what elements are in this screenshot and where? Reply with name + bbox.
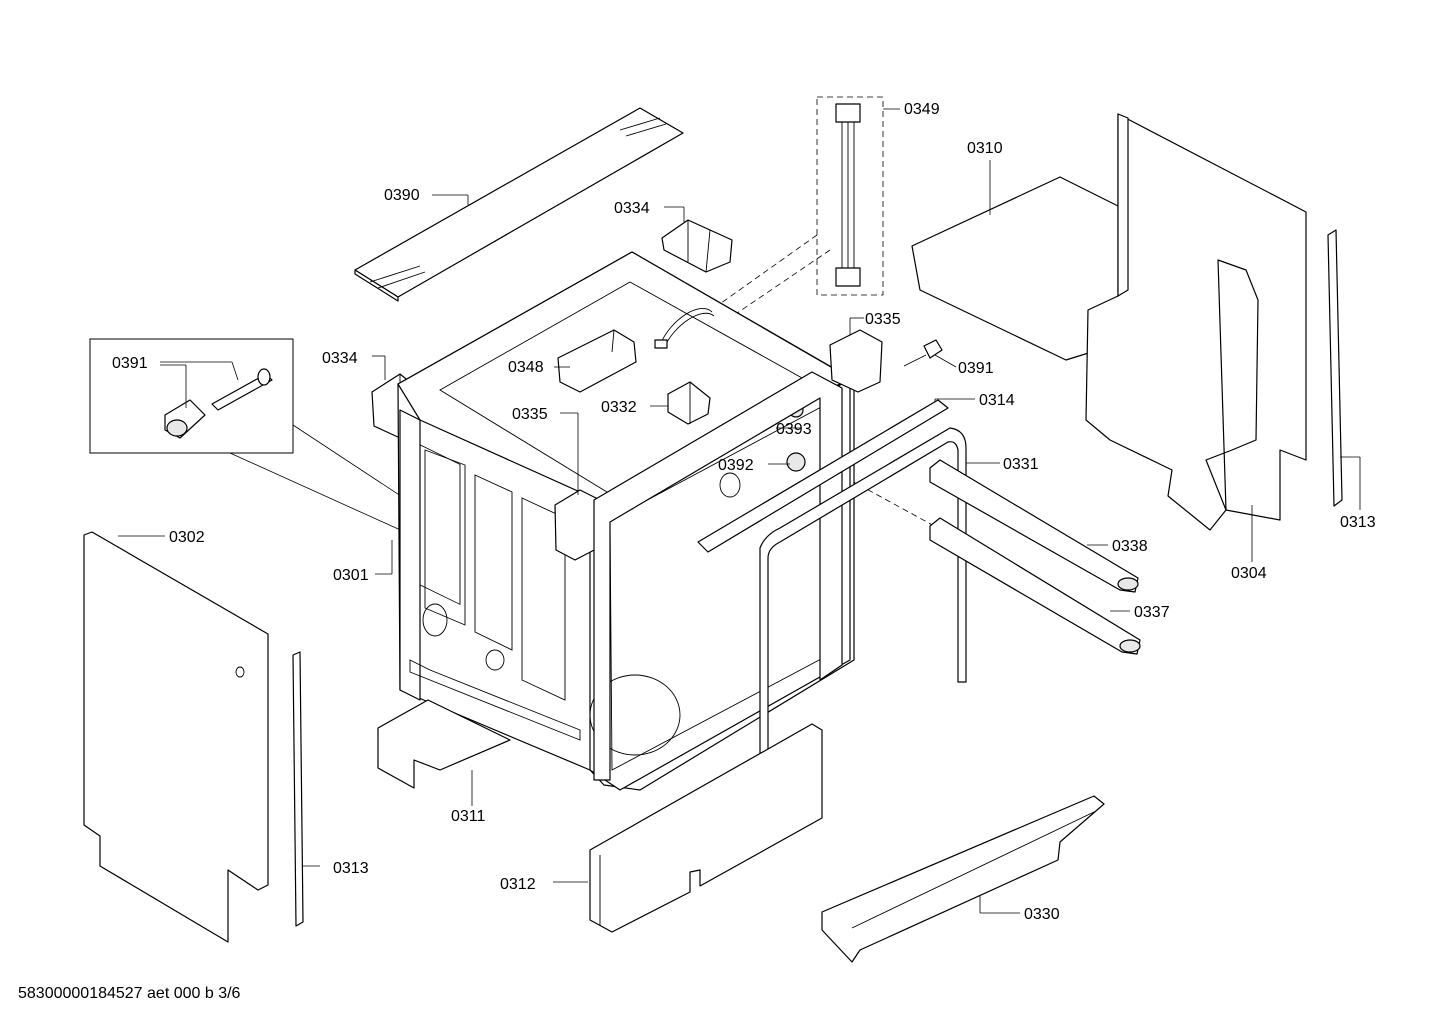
part-0313-right-strip: [1327, 229, 1343, 507]
label-0311: 0311: [451, 808, 486, 825]
label-0349: 0349: [904, 101, 940, 118]
part-0392-wheel: [786, 452, 806, 472]
part-0311-base: [377, 699, 511, 789]
part-0348-module: [557, 329, 637, 393]
label-0334: 0334: [322, 350, 358, 367]
label-0391: 0391: [112, 355, 148, 372]
label-0337: 0337: [1134, 604, 1170, 621]
part-0304-side-panel: [1085, 113, 1307, 531]
label-0312: 0312: [500, 876, 536, 893]
part-0390-top-plate: [354, 107, 684, 302]
label-0310: 0310: [967, 140, 1003, 157]
detail-box-0391: [89, 338, 501, 576]
label-0313: 0313: [333, 860, 369, 877]
document-code: 58300000184527 aet 000 b 3/6: [18, 985, 241, 1002]
label-0390: 0390: [384, 187, 420, 204]
part-0302-side-panel-left: [83, 531, 269, 943]
label-0304: 0304: [1231, 565, 1267, 582]
part-0335-bracket-right: [829, 329, 883, 393]
part-0334-connector-top: [661, 219, 733, 273]
label-0302: 0302: [169, 529, 205, 546]
part-0349-cable-harness: [816, 96, 884, 296]
label-0335: 0335: [865, 311, 901, 328]
label-0393: 0393: [776, 421, 812, 438]
part-0330-tray: [821, 795, 1105, 963]
label-0314: 0314: [979, 392, 1015, 409]
part-0301-tub: [397, 251, 855, 791]
part-0331-u-rail: [759, 427, 967, 796]
cable-loop: [654, 307, 715, 349]
part-0314-seal-frame: [593, 371, 949, 781]
leader-lines: [118, 108, 1361, 914]
part-0338-rail: [929, 459, 1139, 593]
part-0391-screw-right: [903, 339, 943, 367]
label-0331: 0331: [1003, 456, 1039, 473]
label-0338: 0338: [1112, 538, 1148, 555]
label-0301: 0301: [333, 567, 369, 584]
part-0337-rail: [929, 517, 1141, 655]
part-0335-bracket-left: [554, 489, 601, 561]
label-0335: 0335: [512, 406, 548, 423]
part-0312-kickboard: [589, 723, 823, 933]
label-0391: 0391: [958, 360, 994, 377]
label-0330: 0330: [1024, 906, 1060, 923]
part-labels: 0390 0334 0349 0310 0391 0334 0348 0335 …: [112, 101, 1376, 923]
label-0348: 0348: [508, 359, 544, 376]
label-0332: 0332: [601, 399, 637, 416]
label-0392: 0392: [718, 457, 754, 474]
label-0313: 0313: [1340, 514, 1376, 531]
label-0334: 0334: [614, 200, 650, 217]
part-0313-left-strip: [292, 651, 304, 927]
part-0332-switch: [667, 381, 711, 425]
